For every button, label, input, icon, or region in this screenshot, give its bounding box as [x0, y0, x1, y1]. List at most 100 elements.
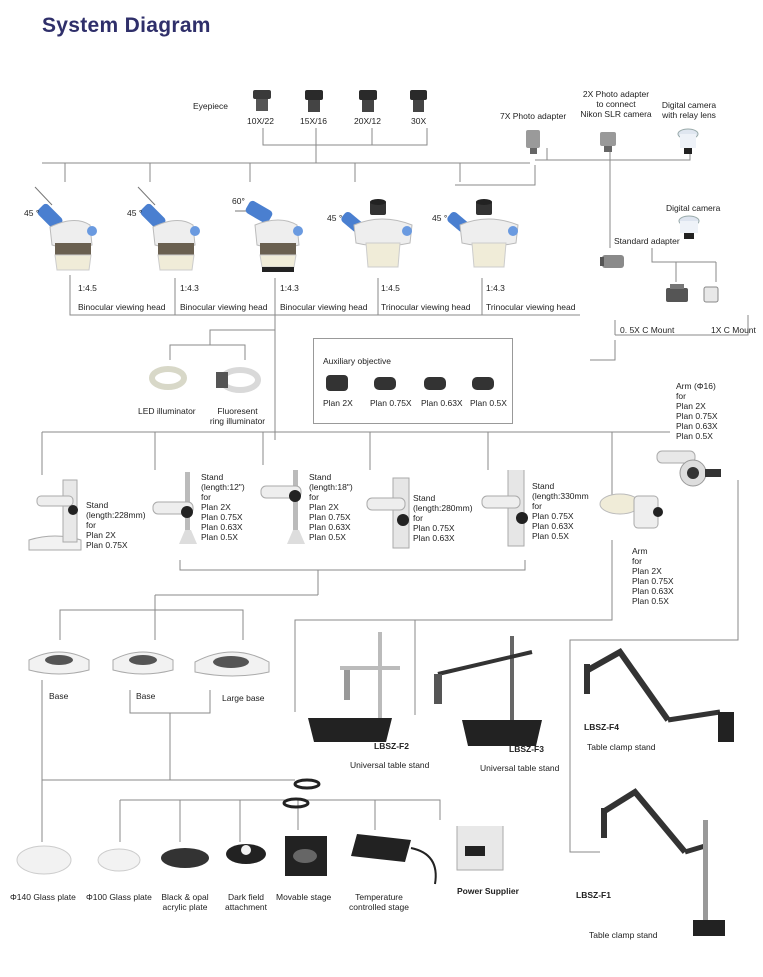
stand-280-icon — [366, 477, 410, 549]
digital-camera-label: Digital camera — [666, 203, 721, 213]
stand-12in-icon — [152, 472, 197, 544]
universal-stand-icons — [308, 632, 542, 746]
lbsz-f3-code: LBSZ-F3 — [509, 744, 544, 754]
photo-adapter-7x-icon — [526, 130, 540, 148]
eyepiece-label-4: 30X — [411, 116, 427, 126]
lbsz-f4-name: Table clamp stand — [587, 742, 656, 752]
eyepiece-label-1: 10X/22 — [247, 116, 274, 126]
digital-camera-icon — [678, 215, 700, 239]
base-1-icon — [28, 651, 90, 675]
lbsz-f2-code: LBSZ-F2 — [374, 741, 409, 751]
stand-330-label: Stand (length:330mm for Plan 0.75X Plan … — [532, 481, 589, 541]
stand-280-label: Stand (length:280mm) for Plan 0.75X Plan… — [413, 493, 473, 543]
lbsz-f4-code: LBSZ-F4 — [584, 722, 619, 732]
accessory-label-3: Black & opal acrylic plate — [161, 892, 209, 912]
eyepiece-20x-icon — [359, 90, 377, 100]
base-icons — [28, 651, 270, 677]
head-ratio-3: 1:4.3 — [280, 283, 299, 293]
stand-12in-label: Stand (length:12") for Plan 2X Plan 0.75… — [201, 472, 245, 542]
acrylic-plate-icon — [161, 848, 209, 868]
movable-stage-icon — [285, 836, 327, 876]
head-angle-4: 45 ° — [327, 213, 343, 223]
head-name-5: Trinocular viewing head — [486, 302, 576, 312]
photo-adapter-2x-icon — [600, 132, 616, 146]
aux-plan-2x-icon — [326, 375, 348, 391]
page-title: System Diagram — [42, 14, 211, 37]
binocular-head-1-icon — [34, 186, 97, 271]
arm-phi16-label: Arm (Φ16) for Plan 2X Plan 0.75X Plan 0.… — [676, 381, 718, 441]
photo-adapter-7x-label: 7X Photo adapter — [500, 111, 567, 121]
viewing-head-icons — [34, 186, 519, 272]
head-angle-2: 45 ° — [127, 208, 143, 218]
base-1-label: Base — [49, 691, 69, 701]
binocular-head-3-icon — [235, 200, 303, 272]
lbsz-f2-name: Universal table stand — [350, 760, 430, 770]
dark-field-attachment-icon — [226, 844, 266, 864]
temperature-stage-icon — [351, 834, 437, 885]
large-base-label: Large base — [222, 693, 265, 703]
large-base-icon — [194, 651, 270, 677]
lbsz-f3-name: Universal table stand — [480, 763, 560, 773]
aux-label-4: Plan 0.5X — [470, 398, 507, 408]
c-mount-05-icon — [666, 288, 688, 302]
auxiliary-objective-box — [313, 338, 513, 424]
accessory-label-6: Temperature controlled stage — [348, 892, 409, 912]
head-angle-3: 60° — [232, 196, 245, 206]
head-ratio-1: 1:4.5 — [78, 283, 97, 293]
aux-plan-075x-icon — [374, 377, 396, 390]
head-angle-1: 45 ° — [24, 208, 40, 218]
accessory-label-1: Φ140 Glass plate — [10, 892, 76, 902]
photo-adapter-2x-label: 2X Photo adapter to connect Nikon SLR ca… — [580, 89, 652, 119]
aux-label-2: Plan 0.75X — [370, 398, 412, 408]
trinocular-head-1-icon — [341, 199, 413, 268]
c-mount-icons — [666, 284, 719, 303]
eyepiece-icons — [253, 90, 427, 112]
glass-plate-100-icon — [97, 848, 141, 872]
head-ratio-2: 1:4.3 — [180, 283, 199, 293]
aux-label-1: Plan 2X — [323, 398, 353, 408]
lbsz-f1-code: LBSZ-F1 — [576, 890, 611, 900]
led-illuminator-label: LED illuminator — [138, 406, 196, 416]
eyepiece-10x-icon — [253, 90, 271, 99]
stand-228-icon — [28, 479, 82, 551]
aux-label-3: Plan 0.63X — [421, 398, 463, 408]
led-illuminator-icon — [149, 366, 187, 390]
stand-icons — [28, 470, 528, 551]
c-mount-1-icon — [703, 286, 719, 303]
eyepiece-30x-icon — [410, 90, 427, 100]
eyepiece-15x-icon — [305, 90, 323, 100]
head-name-3: Binocular viewing head — [280, 302, 368, 312]
trinocular-head-2-icon — [447, 199, 519, 268]
aux-plan-063x-icon — [424, 377, 446, 390]
aux-plan-05x-icon — [472, 377, 494, 390]
lbsz-f1-name: Table clamp stand — [589, 930, 658, 940]
stand-330-icon — [481, 470, 528, 547]
auxiliary-objective-heading: Auxiliary objective — [323, 356, 392, 366]
base-2-label: Base — [136, 691, 156, 701]
glass-plate-140-icon — [16, 845, 72, 875]
head-ratio-4: 1:4.5 — [381, 283, 400, 293]
fluorescent-illuminator-label: Fluoresent ring illuminator — [209, 406, 266, 426]
accessory-label-5: Movable stage — [276, 892, 332, 902]
binocular-head-2-icon — [137, 186, 200, 271]
eyepiece-label-2: 15X/16 — [300, 116, 327, 126]
arm-icon — [599, 493, 663, 529]
accessory-label-2: Φ100 Glass plate — [86, 892, 152, 902]
standard-adapter-icon — [600, 255, 624, 268]
lbsz-f3-icon — [434, 636, 542, 746]
c-mount-1-label: 1X C Mount — [711, 325, 756, 335]
auxiliary-objective-icons — [326, 375, 494, 391]
head-ratio-5: 1:4.3 — [486, 283, 505, 293]
stand-18in-icon — [260, 470, 305, 544]
ring-icons — [282, 778, 321, 809]
digital-camera-relay-label: Digital camera with relay lens — [661, 100, 717, 120]
head-name-4: Trinocular viewing head — [381, 302, 471, 312]
eyepiece-heading: Eyepiece — [193, 101, 228, 111]
lbsz-f2-icon — [308, 632, 400, 742]
accessory-label-7: Power Supplier — [457, 886, 519, 896]
arm-label: Arm for Plan 2X Plan 0.75X Plan 0.63X Pl… — [632, 546, 674, 606]
head-angle-5: 45 ° — [432, 213, 448, 223]
accessory-icons — [16, 826, 504, 885]
accessory-label-4: Dark field attachment — [224, 892, 268, 912]
illuminator-icons — [149, 366, 261, 393]
